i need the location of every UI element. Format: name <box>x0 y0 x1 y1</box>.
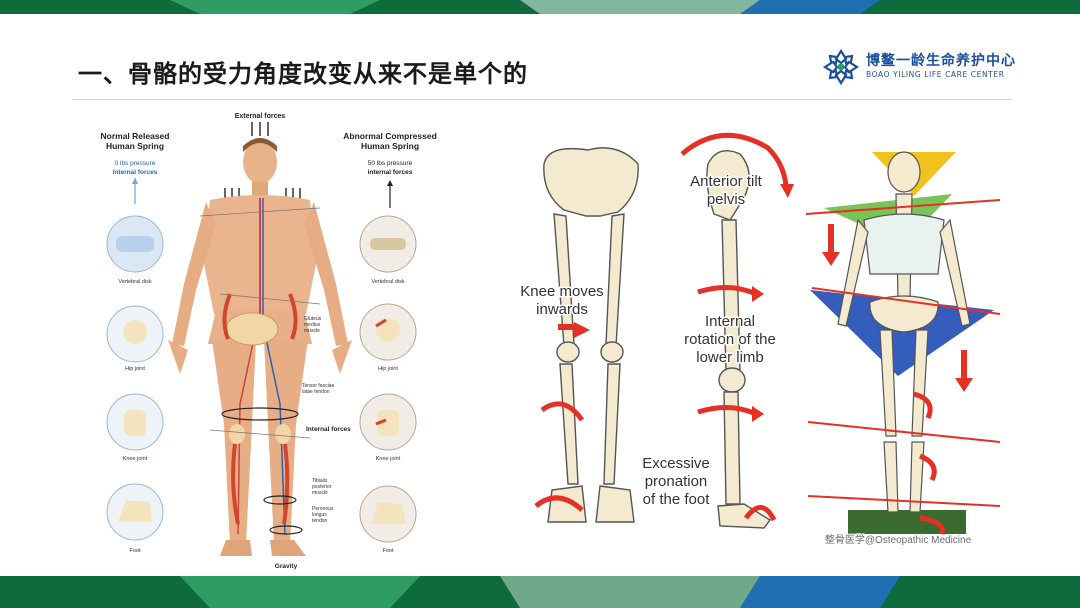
abnormal-forces-label: internal forces <box>368 169 413 176</box>
leg-skeleton-front <box>543 147 639 523</box>
foot-right-label: Foot <box>382 548 393 554</box>
foot-left-label: Foot <box>129 548 140 554</box>
label-line: tendon <box>312 518 328 524</box>
leg-skeleton-side <box>706 150 772 529</box>
abnormal-pressure-label: 50 lbs pressure <box>368 160 413 167</box>
label-line: pelvis <box>707 191 745 208</box>
slide-title: 一、骨骼的受力角度改变从来不是单个的 <box>78 60 528 88</box>
normal-joint-insets <box>106 215 164 541</box>
top-decorative-band <box>0 0 1080 14</box>
label-line: inwards <box>536 301 588 318</box>
normal-forces-label: internal forces <box>113 169 158 176</box>
knee-joint-right-label: Knee joint <box>376 456 401 462</box>
logo-name-english: BOAO YILING LIFE CARE CENTER <box>866 70 1005 79</box>
bottom-decorative-band <box>0 576 1080 608</box>
hip-joint-left-label: Hip joint <box>125 366 145 372</box>
label-line: Human Spring <box>106 141 164 151</box>
label-line: latae tendon <box>302 389 330 395</box>
label-line: lower limb <box>696 349 764 366</box>
label-line: muscle <box>312 490 328 496</box>
label-line: Human Spring <box>361 141 419 151</box>
title-divider <box>72 99 1012 100</box>
downward-arrows <box>822 224 973 392</box>
brand-logo: 博鳌一龄生命养护中心 BOAO YILING LIFE CARE CENTER <box>822 48 1022 88</box>
normal-pressure-label: 0 lbs pressure <box>115 160 156 167</box>
external-forces-label: External forces <box>235 113 286 120</box>
gravity-label: Gravity <box>275 563 298 570</box>
vertebral-disk-left-label: Vertebral disk <box>118 279 152 285</box>
label-line: posterior <box>312 484 332 490</box>
abnormal-joint-insets <box>359 215 417 543</box>
label-line: medius <box>304 322 321 328</box>
watermark-text: 整骨医学@Osteopathic Medicine <box>825 533 972 546</box>
label-line: longus <box>312 512 327 518</box>
vertebral-disk-right-label: Vertebral disk <box>371 279 405 285</box>
label-line: muscle <box>304 328 320 334</box>
rotation-arrows <box>534 133 946 535</box>
hip-joint-right-label: Hip joint <box>378 366 398 372</box>
full-skeleton <box>805 151 1001 534</box>
logo-name-chinese: 博鳌一龄生命养护中心 <box>866 53 1016 69</box>
label-line: rotation of the <box>684 331 776 348</box>
label-line: pronation <box>645 473 708 490</box>
internal-forces-label: Internal forces <box>306 426 351 433</box>
human-body-figure <box>168 138 352 556</box>
label-line: of the foot <box>643 491 711 508</box>
lotus-logo-icon <box>822 48 860 86</box>
knee-joint-left-label: Knee joint <box>123 456 148 462</box>
